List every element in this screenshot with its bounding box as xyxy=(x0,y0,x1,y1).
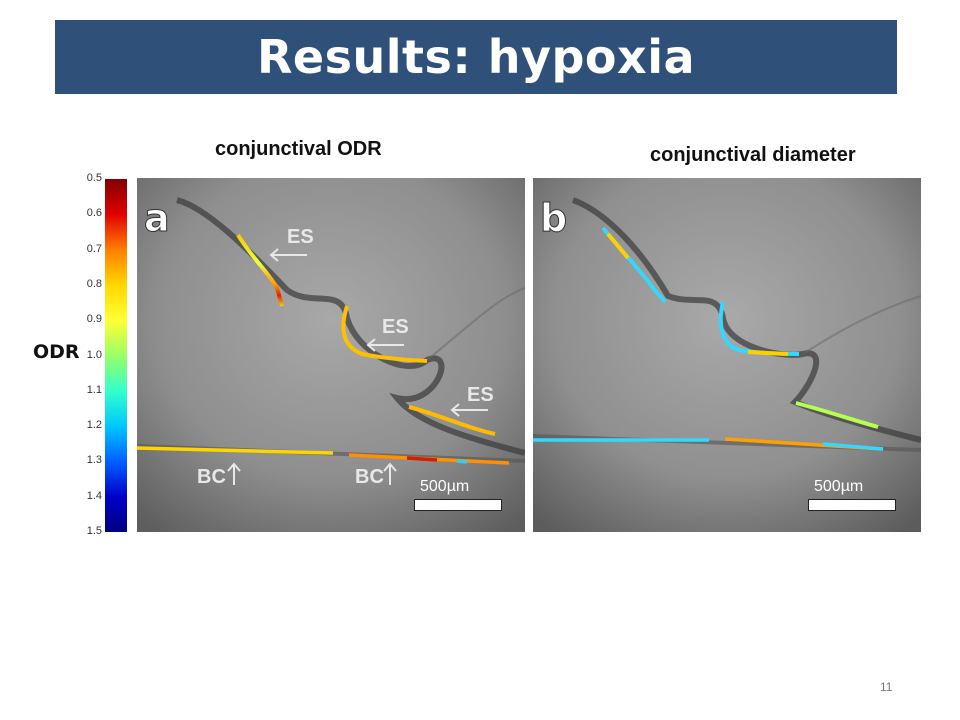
colorbar-tick: 1.5 xyxy=(86,525,102,537)
bc-annotation: BC xyxy=(197,466,226,488)
title-bar: Results: hypoxia xyxy=(55,20,897,94)
colorbar-label: ODR xyxy=(33,341,80,363)
colorbar-tick: 1.4 xyxy=(86,489,102,502)
left-panel-header: conjunctival ODR xyxy=(215,138,382,160)
scale-bar-label: 500µm xyxy=(420,478,470,495)
panel-a-letter: a xyxy=(144,196,171,241)
colorbar-tick: 0.7 xyxy=(86,242,102,255)
es-annotation: ES xyxy=(382,316,409,338)
colorbar-tick: 0.5 xyxy=(86,172,102,184)
colorbar-tick: 0.8 xyxy=(86,277,102,290)
arrow-left-icon xyxy=(269,248,307,262)
page-number: 11 xyxy=(880,680,893,694)
arrow-left-icon xyxy=(366,338,404,352)
arrow-left-icon xyxy=(450,403,488,417)
right-panel-header: conjunctival diameter xyxy=(650,144,856,166)
colorbar-tick: 0.6 xyxy=(86,207,102,220)
colorbar-tick: 1.3 xyxy=(86,454,102,467)
arrow-up-icon xyxy=(227,462,241,485)
es-annotation: ES xyxy=(467,384,494,406)
colorbar-gradient xyxy=(105,179,127,532)
colorbar-tick: 1.0 xyxy=(86,348,102,361)
scale-bar-label: 500µm xyxy=(814,478,864,495)
colorbar-tick: 0.9 xyxy=(86,313,102,326)
es-annotation: ES xyxy=(287,226,314,248)
colorbar-tick: 1.1 xyxy=(86,383,102,396)
panel-a-odr-image: a ES ES ES BC BC 500µm xyxy=(137,178,525,532)
slide-title: Results: hypoxia xyxy=(256,30,696,84)
scale-bar xyxy=(414,499,502,511)
bc-annotation: BC xyxy=(355,466,384,488)
scale-bar xyxy=(808,499,896,511)
panel-b-letter: b xyxy=(539,196,568,241)
arrow-up-icon xyxy=(383,462,397,485)
panel-b-diameter-image: b 500µm xyxy=(533,178,921,532)
colorbar-tick: 1.2 xyxy=(86,419,102,432)
